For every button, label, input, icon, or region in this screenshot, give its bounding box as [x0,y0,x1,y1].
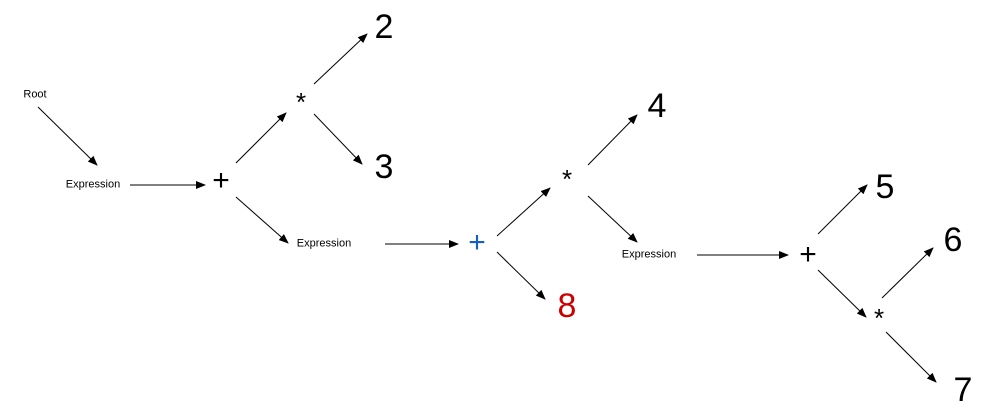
node-number-3: 3 [374,148,394,186]
node-expression-1: Expression [65,178,121,191]
edge-plus2-to-star2 [496,187,551,237]
edge-star3-to-n7 [885,331,937,383]
edge-star2-to-expr3 [587,195,638,243]
node-plus-3: + [799,238,817,271]
node-expression-2: Expression [296,237,352,250]
edge-plus3-to-star3 [817,269,867,318]
node-expression-3: Expression [621,248,677,261]
node-number-2: 2 [374,8,394,46]
edge-plus2-to-n8 [496,251,546,300]
node-number-8: 8 [557,287,577,325]
node-plus-2: + [468,226,486,259]
node-multiply-2: * [561,164,573,194]
node-plus-1: + [212,164,230,197]
node-multiply-3: * [873,303,885,333]
node-multiply-1: * [295,87,307,117]
edge-star2-to-n4 [587,114,638,166]
edge-root-to-expr1 [37,106,98,166]
node-root: Root [23,88,47,101]
edge-plus1-to-expr2 [235,196,289,244]
node-number-4: 4 [647,87,667,125]
node-number-6: 6 [943,221,963,259]
node-number-5: 5 [875,168,895,206]
edge-plus3-to-n5 [817,184,868,235]
edge-plus1-to-star1 [235,112,287,164]
edge-star1-to-n2 [313,33,368,85]
edge-star3-to-n6 [881,247,934,299]
node-number-7: 7 [953,371,973,409]
edge-star1-to-n3 [313,113,363,165]
